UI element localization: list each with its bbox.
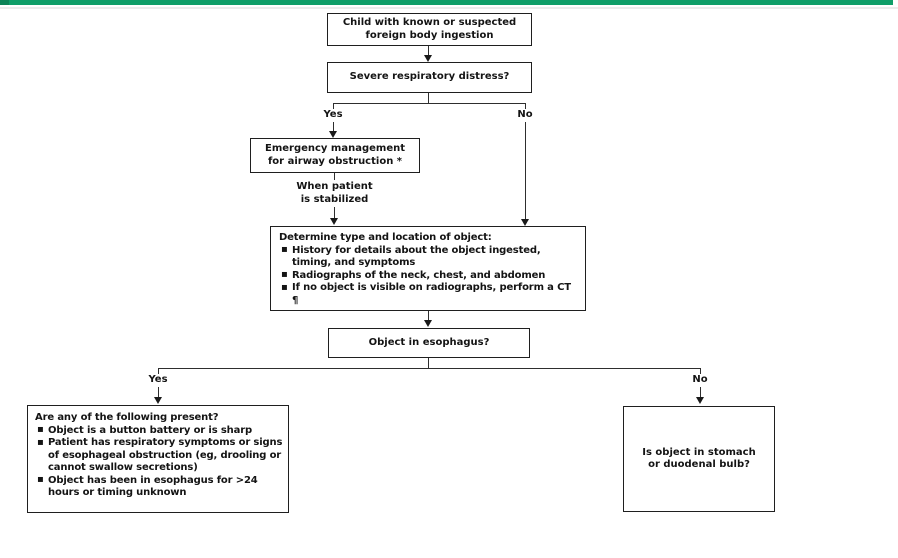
top-accent-bar-cap — [0, 0, 9, 5]
bullet-item: Radiographs of the neck, chest, and abdo… — [281, 269, 580, 283]
node-bullet-list: Object is a button battery or is sharpPa… — [35, 424, 285, 500]
node-question-distress: Severe respiratory distress? — [327, 62, 532, 93]
bullet-item: Patient has respiratory symptoms or sign… — [37, 437, 285, 475]
branch2-horizontal-line — [158, 368, 701, 370]
node-determine-object: Determine type and location of object: H… — [270, 226, 586, 311]
bullet-item: If no object is visible on radiographs, … — [281, 282, 580, 307]
node-title: Are any of the following present? — [35, 412, 219, 423]
node-text: Object in esophagus? — [368, 336, 490, 348]
label-text-line: When patient — [296, 181, 373, 192]
arrowhead-down — [424, 320, 432, 327]
node-text-line: foreign body ingestion — [365, 29, 494, 41]
branch2-no-label: No — [683, 374, 717, 386]
arrowhead-down — [424, 55, 432, 62]
connector-line — [333, 103, 335, 109]
connector-line — [334, 207, 336, 218]
node-question-esophagus: Object in esophagus? — [328, 328, 530, 358]
node-text-line: Is object in stomach — [642, 446, 756, 458]
label-text-line: is stabilized — [300, 193, 369, 205]
node-criteria-present: Are any of the following present? Object… — [27, 405, 289, 513]
node-text-line: Child with known or suspected — [342, 17, 517, 28]
connector-line — [428, 311, 430, 320]
connector-line — [428, 358, 430, 368]
connector-line — [333, 122, 335, 131]
branch1-horizontal-line — [333, 103, 526, 105]
bullet-item: Object is a button battery or is sharp — [37, 424, 285, 438]
branch1-yes-label: Yes — [316, 109, 350, 121]
arrowhead-down — [154, 397, 162, 404]
arrowhead-down — [521, 219, 529, 226]
branch2-yes-label: Yes — [141, 374, 175, 386]
node-bullet-list: History for details about the object ing… — [279, 244, 580, 308]
connector-line — [428, 46, 430, 56]
connector-line — [525, 122, 527, 219]
connector-line — [158, 368, 160, 374]
connector-line — [700, 387, 702, 397]
top-accent-bar — [0, 0, 893, 5]
node-text: Severe respiratory distress? — [349, 71, 510, 83]
node-text-line: Emergency management — [264, 143, 406, 154]
node-text-line: or duodenal bulb? — [648, 459, 750, 470]
connector-line — [525, 103, 527, 109]
connector-line — [334, 173, 336, 180]
node-text-line: for airway obstruction * — [267, 155, 403, 167]
top-bar-shadow — [0, 7, 898, 9]
node-title: Determine type and location of object: — [279, 232, 492, 243]
arrowhead-down — [696, 397, 704, 404]
connector-line — [700, 368, 702, 374]
bullet-item: History for details about the object ing… — [281, 244, 580, 270]
arrowhead-down — [329, 131, 337, 138]
connector-line — [158, 387, 160, 397]
arrowhead-down — [330, 218, 338, 225]
bullet-item: Object has been in esophagus for >24 hou… — [37, 474, 285, 500]
branch1-no-label: No — [508, 109, 542, 121]
connector-line — [428, 93, 430, 103]
